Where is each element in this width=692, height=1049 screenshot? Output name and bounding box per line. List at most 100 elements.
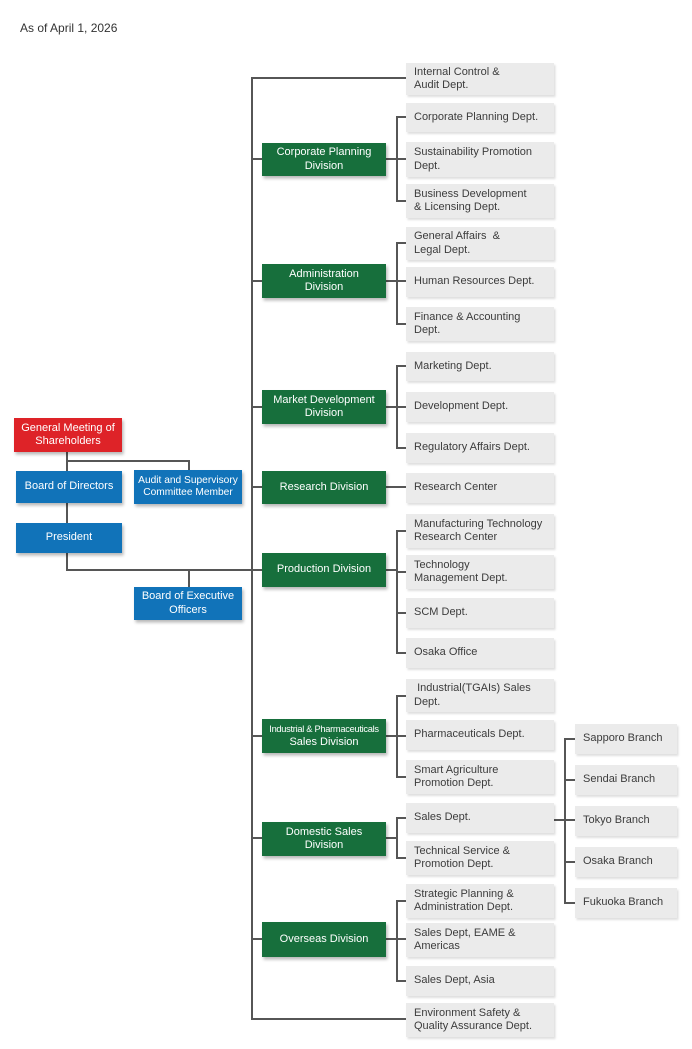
connector-stub-market — [251, 406, 262, 408]
connector-child — [386, 158, 406, 160]
node-label: Research Center — [414, 481, 498, 494]
connector-directors-president — [66, 503, 68, 524]
connector-trunk — [251, 77, 253, 1020]
connector-trunk-bottom-stub — [251, 1018, 406, 1020]
connector-shareholders-split — [66, 460, 190, 462]
dept-technical-service-promotion: Technical Service & Promotion Dept. — [406, 841, 554, 875]
node-label: Finance & Accounting Dept. — [414, 310, 521, 336]
connector-child — [396, 817, 406, 819]
dept-sales-asia: Sales Dept, Asia — [406, 966, 554, 996]
connector-bracket-overseas — [396, 900, 398, 982]
connector-president-down — [66, 553, 68, 570]
dept-business-development-licensing: Business Development & Licensing Dept. — [406, 184, 554, 218]
connector-stub-research — [251, 486, 262, 488]
connector-child — [396, 612, 406, 614]
node-label: Production Division — [276, 563, 372, 576]
node-label: Internal Control & Audit Dept. — [414, 65, 500, 91]
connector-child — [386, 938, 406, 940]
node-label: Manufacturing Technology Research Center — [414, 517, 543, 543]
connector-child — [396, 200, 406, 202]
connector-trunk-top-stub — [251, 77, 406, 79]
node-label: Technical Service & Promotion Dept. — [414, 844, 510, 870]
node-label: Board of Executive Officers — [141, 590, 235, 616]
connector-bracket-branches — [564, 738, 566, 904]
connector-child — [564, 902, 575, 904]
node-label: Technology Management Dept. — [414, 558, 508, 584]
node-label: SCM Dept. — [414, 606, 468, 619]
node-label: Board of Directors — [24, 480, 114, 493]
node-label: Market Development Division — [273, 393, 375, 419]
node-label: Marketing Dept. — [414, 359, 492, 372]
connector-bracket-production — [396, 530, 398, 654]
node-label: Human Resources Dept. — [414, 275, 535, 288]
branch-tokyo: Tokyo Branch — [575, 806, 677, 836]
connector-child — [564, 738, 575, 740]
connector-child — [396, 652, 406, 654]
node-label: Fukuoka Branch — [583, 896, 664, 909]
dept-manufacturing-technology-research-center: Manufacturing Technology Research Center — [406, 514, 554, 548]
dept-corporate-planning: Corporate Planning Dept. — [406, 103, 554, 132]
node-label: Development Dept. — [414, 400, 509, 413]
dept-strategic-planning-administration: Strategic Planning & Administration Dept… — [406, 884, 554, 918]
node-general-meeting-of-shareholders: General Meeting of Shareholders — [14, 418, 122, 452]
dept-marketing: Marketing Dept. — [406, 352, 554, 381]
node-label: Audit and Supervisory Committee Member — [138, 474, 238, 498]
connector-child — [386, 569, 398, 571]
division-research: Research Division — [262, 471, 386, 504]
node-label: Industrial(TGAIs) Sales Dept. — [414, 682, 531, 708]
connector-child — [396, 776, 406, 778]
dept-environment-safety-quality-assurance: Environment Safety & Quality Assurance D… — [406, 1003, 554, 1037]
node-label: Environment Safety & Quality Assurance D… — [414, 1006, 533, 1032]
connector-child — [396, 116, 406, 118]
connector-child — [396, 900, 406, 902]
connector-child — [564, 861, 575, 863]
node-label: Sustainability Promotion Dept. — [414, 146, 533, 172]
dept-scm: SCM Dept. — [406, 598, 554, 628]
division-market-development: Market Development Division — [262, 390, 386, 424]
dept-development: Development Dept. — [406, 392, 554, 422]
connector-child — [386, 280, 406, 282]
as-of-date: As of April 1, 2026 — [20, 21, 118, 35]
node-label: Sales Dept, EAME & Americas — [414, 926, 516, 952]
connector-child — [396, 571, 406, 573]
node-president: President — [16, 523, 122, 553]
node-label: Strategic Planning & Administration Dept… — [414, 887, 514, 913]
connector-shareholders-down — [66, 452, 68, 462]
node-label: Sapporo Branch — [583, 732, 663, 745]
connector-child — [396, 447, 406, 449]
connector-stub-domestic — [251, 837, 262, 839]
connector-stub-corporate — [251, 158, 262, 160]
node-label: Domestic Sales Division — [285, 825, 363, 851]
connector-child — [396, 530, 406, 532]
dept-pharmaceuticals: Pharmaceuticals Dept. — [406, 720, 554, 750]
connector-stub-administration — [251, 280, 262, 282]
dept-research-center: Research Center — [406, 473, 554, 503]
connector-child — [386, 837, 398, 839]
node-label: Smart Agriculture Promotion Dept. — [414, 763, 499, 789]
node-label: Corporate Planning Division — [276, 146, 372, 172]
dept-industrial-tgais-sales: Industrial(TGAIs) Sales Dept. — [406, 679, 554, 712]
node-label: Regulatory Affairs Dept. — [414, 441, 530, 454]
dept-sales-eame-americas: Sales Dept, EAME & Americas — [406, 923, 554, 957]
node-label: General Meeting of Shareholders — [21, 421, 115, 447]
connector-research-center — [386, 486, 406, 488]
connector-child — [396, 695, 406, 697]
division-industrial-pharmaceuticals-sales: Industrial & Pharmaceuticals Sales Divis… — [262, 719, 386, 753]
connector-child — [386, 406, 406, 408]
node-label: Business Development & Licensing Dept. — [414, 187, 527, 213]
connector-child — [396, 323, 406, 325]
node-label: Industrial & Pharmaceuticals Sales Divis… — [269, 723, 379, 748]
node-label: Sales Dept, Asia — [414, 974, 495, 987]
node-label: Pharmaceuticals Dept. — [414, 728, 525, 741]
node-board-of-executive-officers: Board of Executive Officers — [134, 587, 242, 620]
branch-sendai: Sendai Branch — [575, 765, 677, 795]
node-label: Sendai Branch — [583, 773, 656, 786]
dept-sustainability-promotion: Sustainability Promotion Dept. — [406, 142, 554, 177]
node-audit-supervisory-committee: Audit and Supervisory Committee Member — [134, 470, 242, 504]
node-label: Tokyo Branch — [583, 814, 650, 827]
division-overseas: Overseas Division — [262, 922, 386, 957]
node-board-of-directors: Board of Directors — [16, 471, 122, 503]
dept-internal-control-audit: Internal Control & Audit Dept. — [406, 63, 554, 95]
branch-fukuoka: Fukuoka Branch — [575, 888, 677, 918]
